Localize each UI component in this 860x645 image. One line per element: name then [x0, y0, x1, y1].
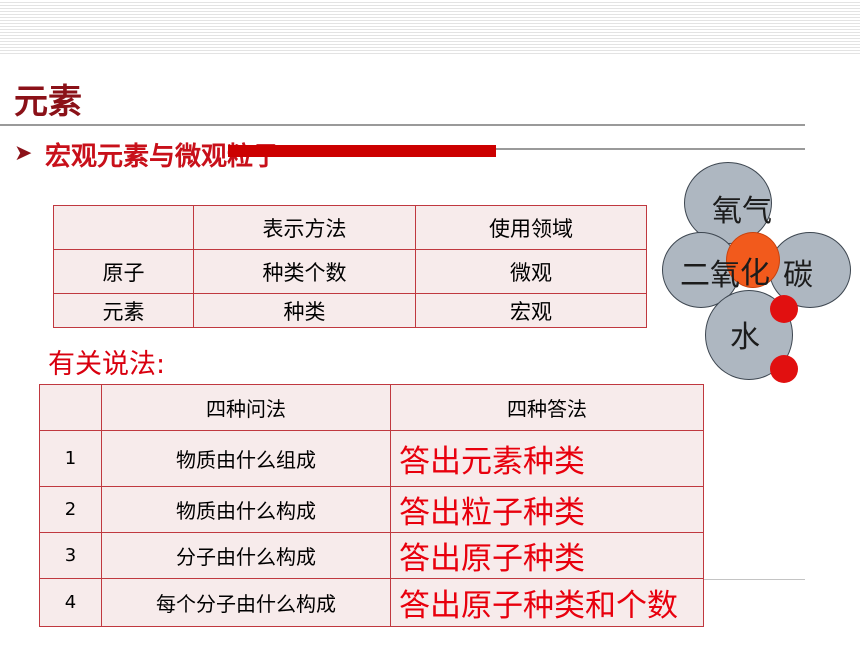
- table1-cell: 种类个数: [193, 249, 416, 294]
- table2-header-cell: 四种问法: [101, 384, 391, 431]
- answer-cell: 答出元素种类: [390, 430, 704, 487]
- comparison-table: 表示方法 使用领域 原子 种类个数 微观 元素 种类 宏观: [53, 205, 647, 328]
- table1-row-label: 原子: [53, 249, 194, 294]
- co2-label-prefix: 二氧: [680, 258, 740, 293]
- answer-cell: 答出粒子种类: [390, 486, 704, 533]
- question-cell: 物质由什么组成: [101, 430, 391, 487]
- row-number: 1: [39, 430, 102, 487]
- table1-row-label: 元素: [53, 293, 194, 328]
- slide-title: 元素: [14, 82, 82, 122]
- arrow-bullet-icon: ➤: [14, 141, 33, 166]
- title-divider: [0, 124, 805, 126]
- table1-header-cell: [53, 205, 194, 250]
- table-row: 2 物质由什么构成 答出粒子种类: [39, 486, 704, 533]
- table1-header-cell: 使用领域: [415, 205, 647, 250]
- hydrogen-atom-circle: [770, 355, 798, 383]
- answer-cell: 答出原子种类和个数: [390, 578, 704, 627]
- oxygen-atom-circle: [684, 162, 772, 244]
- table2-header-cell: 四种答法: [390, 384, 704, 431]
- answer-cell: 答出原子种类: [390, 532, 704, 579]
- question-answer-table: 四种问法 四种答法 1 物质由什么组成 答出元素种类 2 物质由什么构成 答出粒…: [39, 384, 704, 627]
- row-number: 3: [39, 532, 102, 579]
- table-row: 4 每个分子由什么构成 答出原子种类和个数: [39, 578, 704, 627]
- table1-cell: 微观: [415, 249, 647, 294]
- co2-label-middle: 化: [740, 256, 770, 291]
- subtitle-red-bar: [228, 145, 496, 157]
- table1-cell: 种类: [193, 293, 416, 328]
- row-number: 4: [39, 578, 102, 627]
- table-row: 1 物质由什么组成 答出元素种类: [39, 430, 704, 487]
- related-statements-label: 有关说法:: [48, 349, 166, 380]
- table2-header-cell: [39, 384, 102, 431]
- table-row: 3 分子由什么构成 答出原子种类: [39, 532, 704, 579]
- question-cell: 每个分子由什么构成: [101, 578, 391, 627]
- water-label: 水: [730, 320, 760, 355]
- row-number: 2: [39, 486, 102, 533]
- hydrogen-atom-circle: [770, 295, 798, 323]
- header-stripes: [0, 0, 860, 55]
- subtitle-divider: [496, 148, 805, 150]
- co2-label-suffix: 碳: [783, 258, 813, 293]
- table1-header-cell: 表示方法: [193, 205, 416, 250]
- oxygen-label: 氧气: [712, 194, 772, 229]
- question-cell: 物质由什么构成: [101, 486, 391, 533]
- question-cell: 分子由什么构成: [101, 532, 391, 579]
- table1-cell: 宏观: [415, 293, 647, 328]
- carbon-atom-circle: [726, 232, 780, 288]
